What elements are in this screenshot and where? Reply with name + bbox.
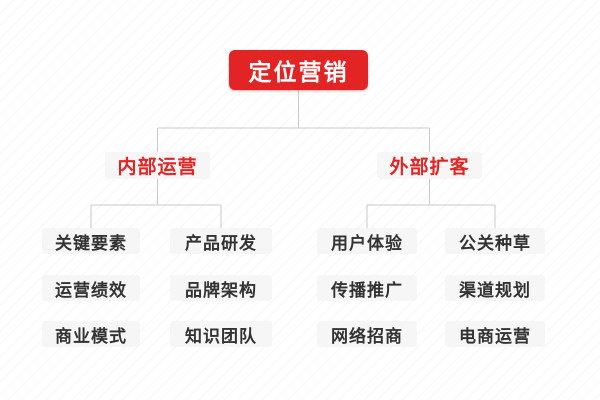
branch-node-external-expansion: 外部扩客 <box>377 152 482 179</box>
leaf-node: 传播推广 <box>317 275 417 301</box>
leaf-node: 渠道规划 <box>445 275 545 301</box>
leaf-node: 商业模式 <box>42 321 140 347</box>
left-branch-bracket <box>90 179 222 228</box>
leaf-node: 品牌架构 <box>170 275 272 301</box>
leaf-node: 电商运营 <box>445 321 545 347</box>
root-node: 定位营销 <box>229 50 368 90</box>
leaf-node: 关键要素 <box>42 228 140 254</box>
leaf-node: 知识团队 <box>170 321 272 347</box>
root-bracket <box>157 90 430 152</box>
leaf-node: 用户体验 <box>317 228 417 254</box>
leaf-node: 公关种草 <box>445 228 545 254</box>
right-branch-bracket <box>366 179 496 228</box>
leaf-node: 网络招商 <box>317 321 417 347</box>
leaf-node: 产品研发 <box>170 228 272 254</box>
leaf-node: 运营绩效 <box>42 275 140 301</box>
branch-node-internal-operations: 内部运营 <box>105 152 210 179</box>
